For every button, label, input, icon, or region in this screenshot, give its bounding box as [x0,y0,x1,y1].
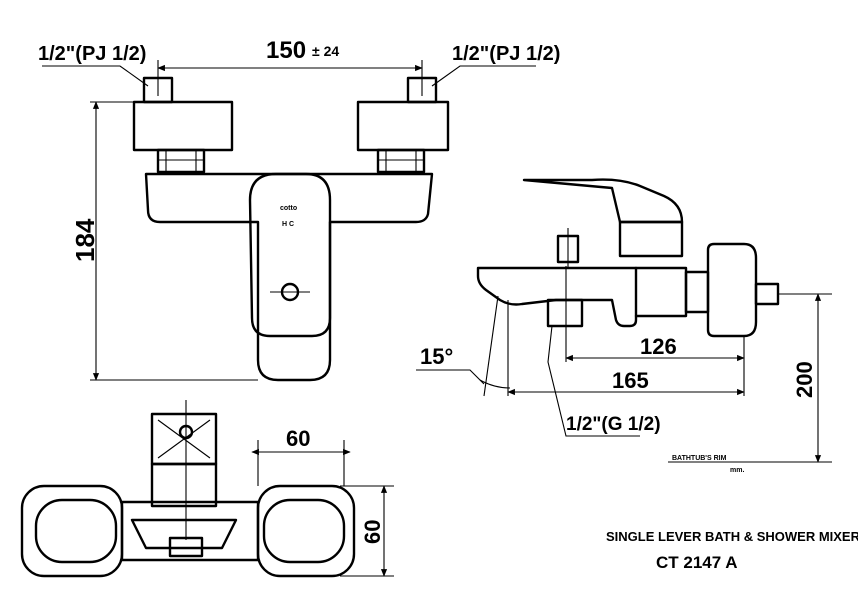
product-description: SINGLE LEVER BATH & SHOWER MIXER [606,529,858,544]
spout-165-value: 165 [612,368,649,393]
dim-top-width: 60 [251,426,351,486]
right-hex-nut [376,148,426,174]
side-view [476,178,780,338]
top-spout [130,518,238,550]
top-outlet [168,536,204,558]
dim-spout-165: 165 [507,300,745,396]
side-inlet-nut [706,242,758,338]
pipe-label-right: 1/2"(PJ 1/2) [431,43,560,87]
side-spout [476,266,638,328]
dim-rim-height: 200 BATHTUB'S RIM mm. [668,293,832,474]
hot-cold-label: H C [282,221,294,228]
spacing-tolerance: ± 24 [312,43,339,59]
pipe-right-text: 1/2"(PJ 1/2) [452,43,560,65]
side-hex [684,270,710,314]
title-block: SINGLE LEVER BATH & SHOWER MIXER CT 2147… [606,529,858,572]
top-width-value: 60 [286,426,310,451]
outlet-text: 1/2"(G 1/2) [566,414,661,435]
angle-value: 15° [420,344,453,369]
rim-label: BATHTUB'S RIM [672,455,727,462]
top-body [120,500,260,562]
dim-spout-126: 126 [565,266,745,362]
spout-outlet [546,298,584,328]
left-plate-inner [34,498,118,564]
handle-lever [248,172,332,338]
rim-unit: mm. [730,467,744,474]
rim-height-value: 200 [792,361,817,398]
side-body [634,266,688,318]
top-depth-value: 60 [360,520,385,544]
side-inlet-stem [754,282,780,306]
spacing-value: 150 [266,37,306,64]
front-view: cotto H C [132,60,450,382]
pipe-label-left: 1/2"(PJ 1/2) [38,43,149,87]
dim-angle: 15° [416,295,511,397]
outlet-label: 1/2"(G 1/2) [547,325,661,437]
left-hex-nut [156,148,206,174]
diverter-knob [556,234,580,264]
dim-top-depth: 60 [340,485,394,577]
dim-spacing: 150 ± 24 [157,37,423,72]
handle-mark: cotto [280,205,297,212]
left-inlet-nut [132,100,234,152]
top-cartridge [150,462,218,508]
right-plate-inner [262,498,346,564]
height-value: 184 [70,218,100,262]
spout-126-value: 126 [640,334,677,359]
side-lever [522,178,684,224]
side-cartridge [618,220,684,258]
mixer-body [144,172,434,382]
top-view [20,400,356,578]
pipe-left-text: 1/2"(PJ 1/2) [38,43,146,65]
right-inlet-nut [356,100,450,152]
product-model: CT 2147 A [656,553,738,572]
dim-height: 184 [70,101,258,381]
